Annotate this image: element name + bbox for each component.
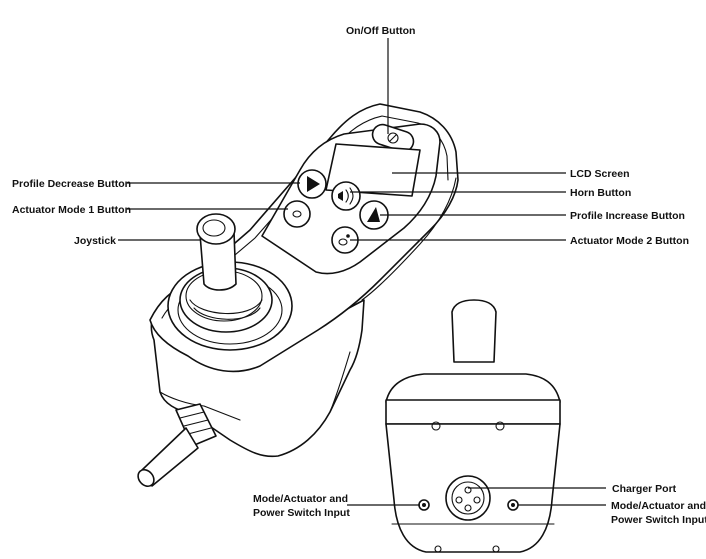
controller-end-view (385, 299, 561, 553)
horn-icon (338, 187, 354, 205)
power-icon (387, 132, 399, 144)
end-view-joystick (451, 299, 497, 363)
label-lcd: LCD Screen (570, 168, 630, 180)
label-joystick: Joystick (74, 235, 116, 247)
label-mode-left-line2: Power Switch Input (253, 507, 350, 519)
controller-front-view (137, 103, 459, 488)
label-on-off: On/Off Button (346, 25, 415, 37)
label-actuator-2: Actuator Mode 2 Button (570, 235, 689, 247)
label-actuator-1: Actuator Mode 1 Button (12, 204, 131, 216)
mode-input-right[interactable] (507, 499, 519, 511)
mode-input-left[interactable] (418, 499, 430, 511)
label-charger: Charger Port (612, 483, 677, 495)
label-mode-left-line1: Mode/Actuator and (253, 493, 348, 505)
leader-lines (118, 38, 606, 506)
actuator-mode-1-button[interactable] (283, 200, 311, 228)
profile-decrease-button[interactable] (297, 169, 327, 199)
actuator-1-icon (292, 210, 302, 218)
labels: On/Off Button LCD Screen Horn Button Pro… (12, 25, 706, 526)
charger-port[interactable] (445, 475, 491, 521)
label-profile-increase: Profile Increase Button (570, 210, 685, 222)
label-profile-decrease: Profile Decrease Button (12, 178, 131, 190)
profile-increase-button[interactable] (359, 200, 389, 230)
end-view-shoulder (385, 373, 561, 403)
horn-button[interactable] (331, 181, 361, 211)
actuator-2-icon (338, 234, 350, 246)
label-horn: Horn Button (570, 187, 631, 199)
arrow-right-icon (307, 176, 320, 192)
arrow-left-icon (367, 207, 380, 222)
controller-cable (137, 403, 217, 488)
label-mode-right-line1: Mode/Actuator and (611, 500, 706, 512)
label-mode-right-line2: Power Switch Input (611, 514, 706, 526)
joystick[interactable] (167, 213, 293, 351)
